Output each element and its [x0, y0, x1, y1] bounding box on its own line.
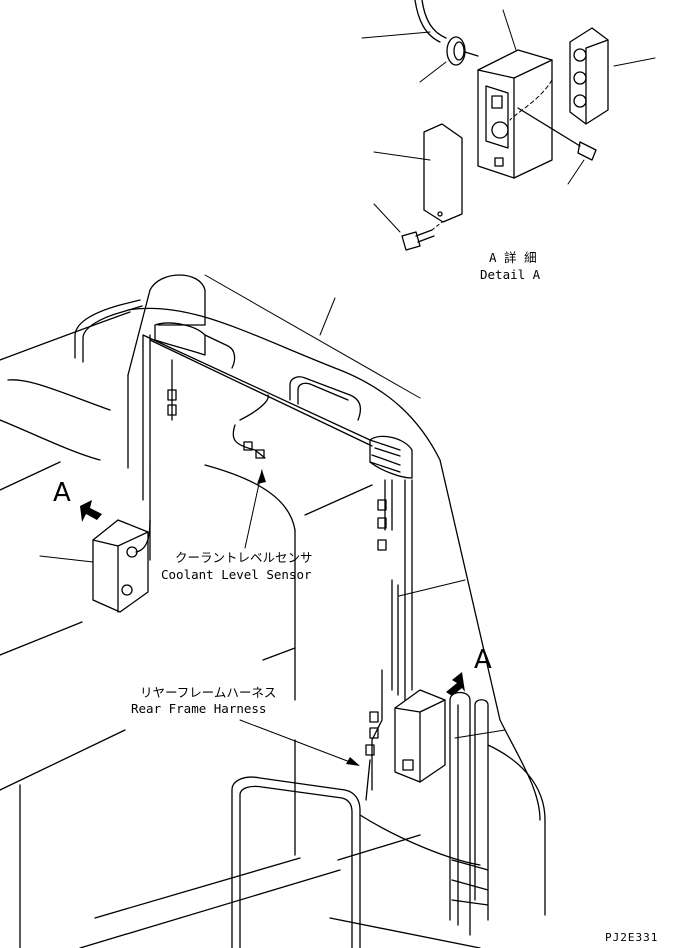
hood-handrail [74, 299, 141, 359]
screw-right [577, 141, 597, 161]
detail-caption-jp: A 詳 細 [489, 250, 537, 265]
coolant-label-jp: クーラントレベルセンサ [175, 550, 313, 565]
right-junction-box [394, 689, 446, 783]
air-intake-pipe [149, 274, 206, 326]
detail-caption-en: Detail A [480, 267, 541, 282]
detail-a-view [361, 0, 656, 251]
main-assembly [0, 274, 546, 948]
view-mark-left: A [53, 478, 71, 508]
view-arrow-right [446, 672, 465, 696]
grommet [446, 36, 466, 66]
rear-handrail [449, 691, 471, 936]
drawing-code: PJ2E331 [605, 931, 659, 944]
harness-loop [142, 334, 401, 501]
left-junction-box [92, 519, 149, 613]
harness-label-jp: リヤーフレームハーネス [140, 685, 277, 700]
coolant-label-en: Coolant Level Sensor [161, 567, 312, 582]
detail-harness-wire [414, 0, 441, 43]
cover-plate [423, 123, 463, 223]
connector-plate [569, 27, 609, 125]
hood-outline [0, 311, 131, 361]
bolt-left [401, 231, 421, 251]
view-arrow-left [80, 500, 102, 522]
coolant-sensor-wire [232, 394, 269, 459]
view-mark-right: A [474, 645, 492, 675]
harness-label-en: Rear Frame Harness [131, 701, 267, 716]
connector-box [477, 49, 553, 179]
